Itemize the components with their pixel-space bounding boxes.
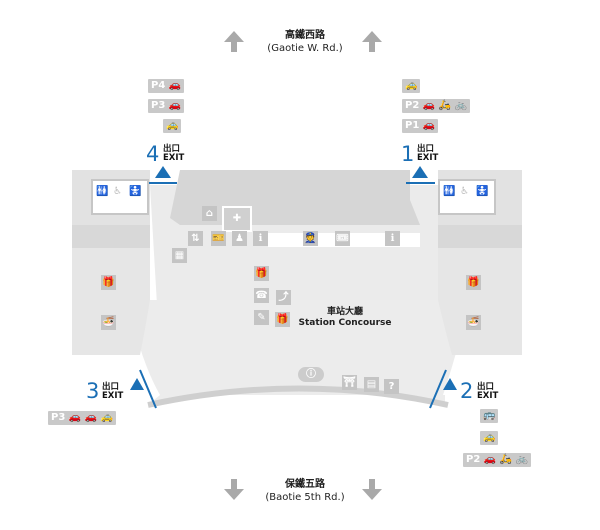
concourse-zh: 車站大廳: [326, 307, 363, 317]
restroom-bar-right: 🚻 ♿ 🚼: [438, 179, 496, 215]
exit4-en: EXIT: [163, 153, 185, 163]
gift-shop-icon: 🎁: [101, 275, 116, 290]
locker-icon: ▦: [172, 248, 187, 263]
gift-shop-icon: 🎁: [254, 266, 269, 281]
elevator-icon: ⇅: [188, 231, 203, 246]
escalator-icon: ⤴: [276, 290, 291, 305]
south-arrow-right-icon: [362, 479, 382, 500]
gift-shop-icon: 🎁: [466, 275, 481, 290]
north-road-zh: 高鐵西路: [285, 30, 325, 41]
exit1-chip-0: 🚕: [402, 79, 421, 93]
concourse-en: Station Concourse: [298, 318, 392, 328]
accessible-icon: ♿: [460, 186, 469, 197]
family-icon: 🚼: [476, 186, 489, 197]
concourse-label: 車站大廳 Station Concourse: [290, 307, 400, 329]
police-icon: 👮: [303, 231, 318, 246]
ticket-machine-icon: ▤: [364, 377, 379, 392]
exit1-label: 出口 EXIT: [417, 145, 438, 163]
exit1-en: EXIT: [417, 153, 439, 163]
north-arrow-right-icon: [362, 31, 382, 52]
gift-shop-icon: 🎁: [275, 312, 290, 327]
north-arrow-left-icon: [224, 31, 244, 52]
south-road-en: (Baotie 5th Rd.): [265, 492, 345, 503]
exit1-number: 1: [401, 142, 415, 166]
exit1-chip-1: P2 🚗 🛵 🚲: [402, 99, 471, 113]
exit3-chip-0: P3 🚗 🚗 🚕: [48, 411, 117, 425]
exit3-number: 3: [86, 379, 100, 403]
ticket-office-icon: 🎟: [335, 231, 350, 246]
exit2-chip-2: P2 🚗 🛵 🚲: [463, 453, 532, 467]
exit4-chip-0: P4 🚗: [148, 79, 185, 93]
north-road-en: (Gaotie W. Rd.): [267, 43, 343, 54]
exit3-marker-icon: [130, 378, 144, 390]
exit4-zh: 出口: [163, 144, 181, 154]
info-desk-icon: ℹ: [253, 231, 268, 246]
accessible-icon: ♿: [113, 186, 122, 197]
exit3-en: EXIT: [102, 391, 124, 401]
exit4-label: 出口 EXIT: [163, 145, 184, 163]
north-road-label: 高鐵西路 (Gaotie W. Rd.): [245, 29, 365, 55]
exit3-label: 出口 EXIT: [102, 383, 123, 401]
exit1-zh: 出口: [417, 144, 435, 154]
exit2-zh: 出口: [477, 382, 495, 392]
atm-icon: ✎: [254, 310, 269, 325]
exit4-chip-1: P3 🚗: [148, 99, 185, 113]
restroom-icon: 🚻: [96, 186, 109, 197]
exit1-chip-2: P1 🚗: [402, 119, 439, 133]
info-point-icon: ⓘ: [298, 367, 324, 382]
ticket-icon: 🎫: [211, 231, 226, 246]
exit2-label: 出口 EXIT: [477, 383, 498, 401]
service-icon: ♟: [232, 231, 247, 246]
help-icon: ?: [384, 379, 399, 394]
exit2-marker-icon: [443, 378, 457, 390]
food-icon: 🍜: [466, 315, 481, 330]
family-icon: 🚼: [129, 186, 142, 197]
exit4-number: 4: [146, 142, 160, 166]
phone-icon: ☎: [254, 288, 269, 303]
gate-icon: ⛩: [342, 375, 357, 390]
exit4-chip-2: 🚕: [163, 119, 182, 133]
food-icon: 🍜: [101, 315, 116, 330]
exit2-number: 2: [460, 379, 474, 403]
south-road-zh: 保鐵五路: [285, 479, 325, 490]
office-icon: ⌂: [202, 206, 217, 221]
first-aid-icon: ✚: [222, 206, 252, 232]
exit1-marker-icon: [412, 166, 428, 178]
south-arrow-left-icon: [224, 479, 244, 500]
restroom-icon: 🚻: [443, 186, 456, 197]
exit3-zh: 出口: [102, 382, 120, 392]
exit2-chip-0: 🚌: [480, 409, 499, 423]
info-icon: ℹ: [385, 231, 400, 246]
south-road-label: 保鐵五路 (Baotie 5th Rd.): [245, 478, 365, 504]
exit4-marker-icon: [155, 166, 171, 178]
exit2-chip-1: 🚕: [480, 431, 499, 445]
restroom-bar-left: 🚻 ♿ 🚼: [91, 179, 149, 215]
exit2-en: EXIT: [477, 391, 499, 401]
